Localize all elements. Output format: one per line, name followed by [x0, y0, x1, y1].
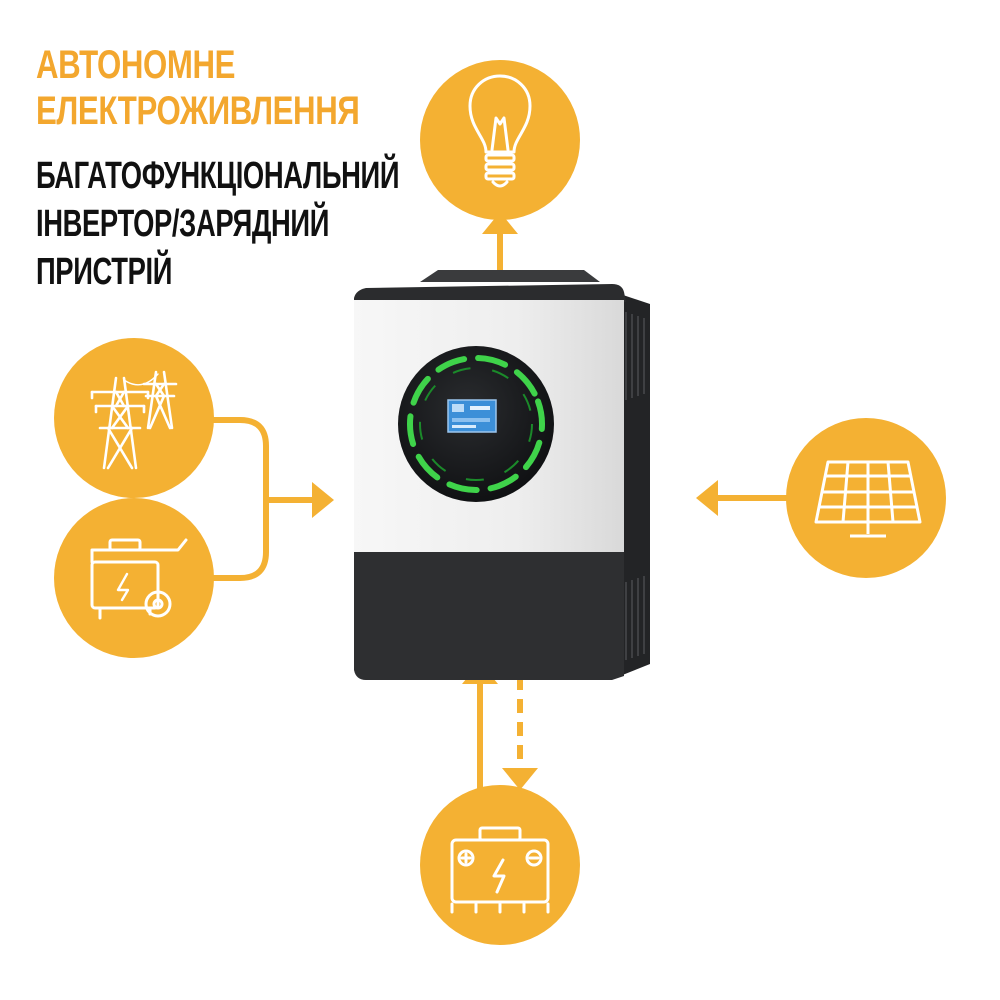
battery-charge-arrow	[502, 768, 538, 790]
title-main-line-2: ІНВЕРТОР/ЗАРЯДНИЙ	[36, 203, 330, 245]
light-bulb-icon	[468, 74, 532, 188]
inverter-device	[354, 270, 650, 680]
device-bottom-section	[354, 552, 624, 680]
mounting-bracket	[420, 270, 600, 282]
title-accent: АВТОНОМНЕ ЕЛЕКТРОЖИВЛЕННЯ	[36, 42, 360, 134]
load-circle	[420, 60, 580, 220]
device-top-cap	[354, 284, 626, 302]
grid-generator-connector	[212, 417, 318, 581]
generator-icon	[90, 538, 188, 620]
power-tower-icon	[90, 370, 178, 470]
title-accent-line-2: ЕЛЕКТРОЖИВЛЕННЯ	[36, 89, 360, 133]
title-accent-line-1: АВТОНОМНЕ	[36, 43, 236, 87]
input-arrow-left	[312, 482, 334, 518]
solar-circle	[786, 418, 946, 578]
generator-circle	[54, 498, 214, 658]
solar-panel-icon	[814, 460, 922, 538]
output-arrow-top	[482, 212, 518, 234]
device-side-panel	[620, 294, 650, 676]
grid-circle	[54, 338, 214, 498]
title-main-line-3: ПРИСТРІЙ	[36, 251, 173, 293]
title-main-line-1: БАГАТОФУНКЦІОНАЛЬНИЙ	[36, 155, 400, 197]
title-main: БАГАТОФУНКЦІОНАЛЬНИЙ ІНВЕРТОР/ЗАРЯДНИЙ П…	[36, 152, 399, 296]
battery-icon	[450, 826, 550, 914]
input-arrow-right	[696, 480, 718, 516]
